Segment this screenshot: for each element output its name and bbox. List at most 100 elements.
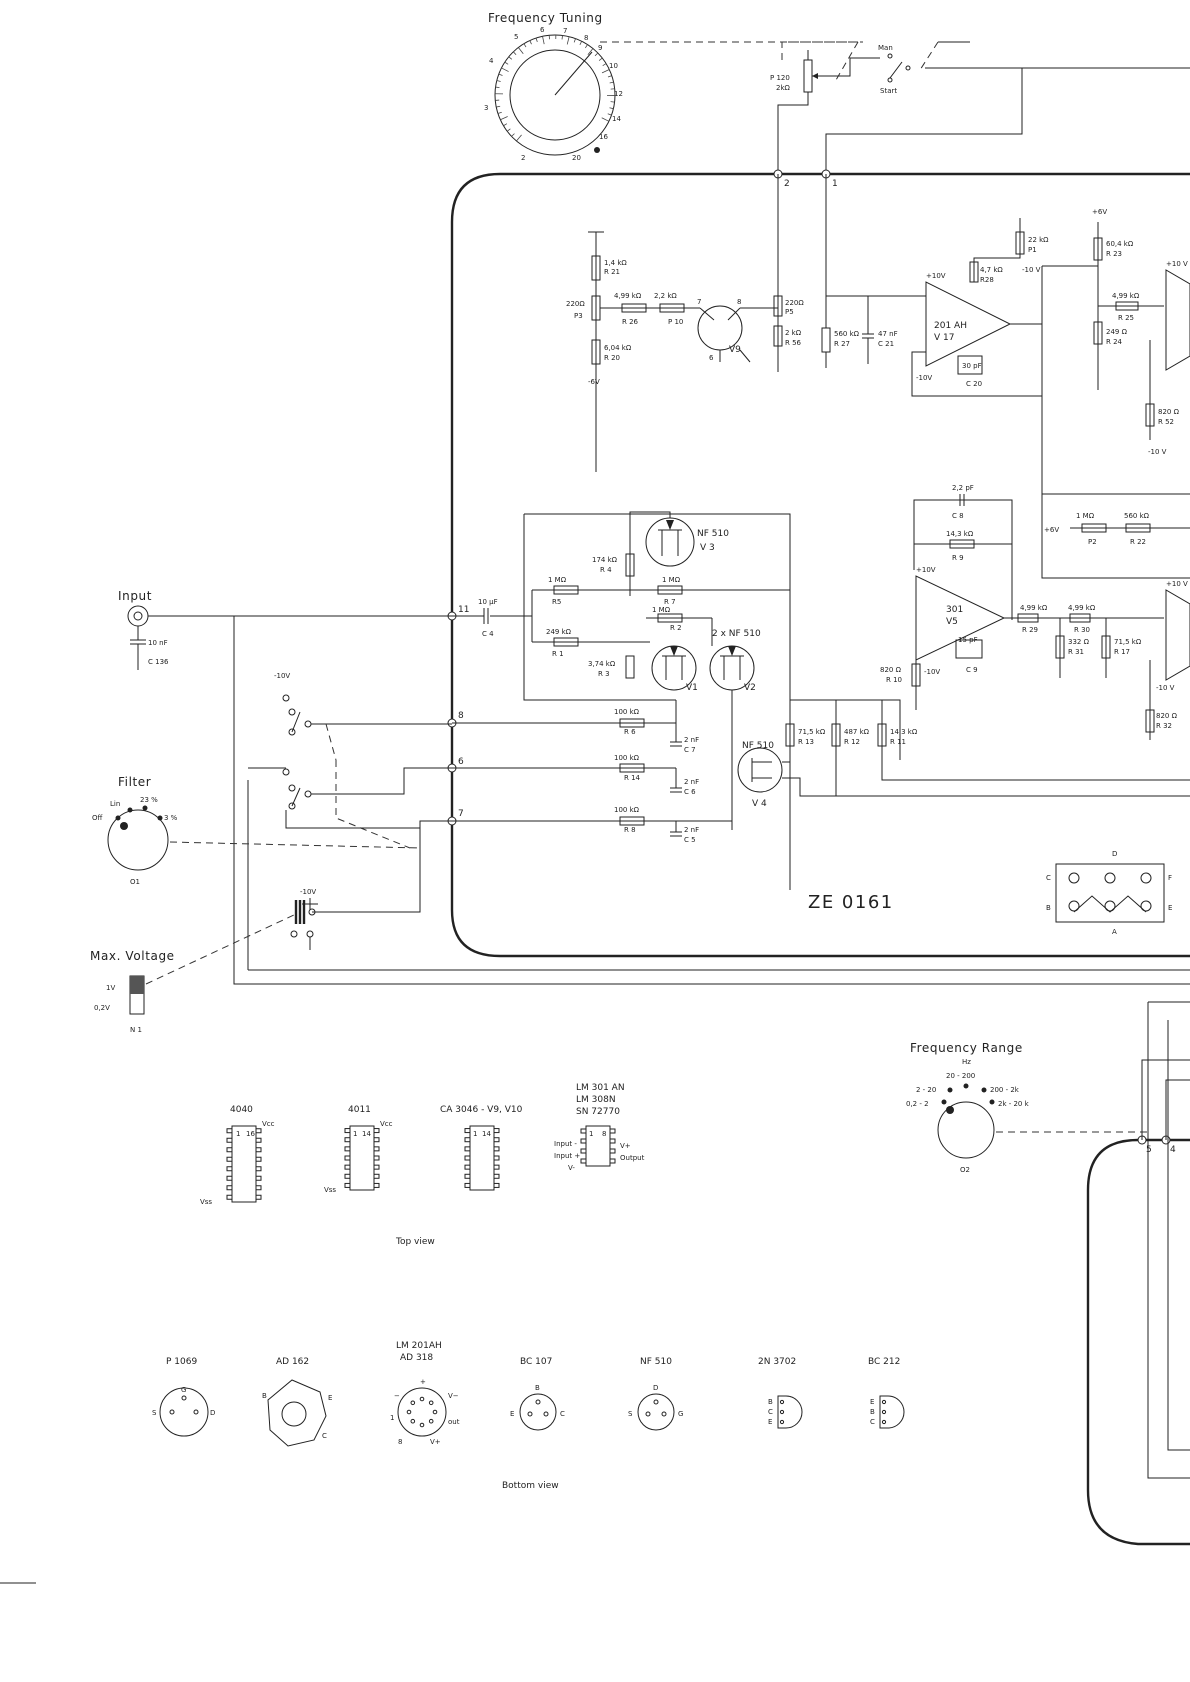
bc212-b: B — [870, 1408, 875, 1416]
ic-4011-name: 4011 — [348, 1105, 371, 1115]
v17-vplus: +10V — [926, 272, 946, 280]
p2-supply: +6V — [1044, 526, 1059, 534]
max-voltage-1v: 1V — [106, 984, 115, 992]
ic-pin — [580, 1128, 587, 1134]
man-label: Man — [878, 44, 893, 52]
p2-ref: P2 — [1088, 538, 1097, 546]
terminal-6-label: 6 — [458, 757, 464, 767]
nf510-s: S — [628, 1410, 633, 1418]
2n3702-b: B — [768, 1398, 773, 1406]
nf510-pinout-name: NF 510 — [640, 1357, 672, 1367]
tuning-tick — [535, 37, 538, 42]
p1-value: 22 kΩ — [1028, 236, 1049, 244]
r10: 820 Ω R 10 — [880, 646, 921, 710]
ic-4011-pin1: 1 — [353, 1130, 357, 1138]
ad162-e: E — [328, 1394, 332, 1402]
tuning-tick — [504, 61, 509, 65]
ic-pin — [373, 1164, 380, 1170]
tuning-scale-12: 12 — [614, 90, 623, 98]
top-view-caption: Top view — [395, 1237, 435, 1247]
r2-ref: R 2 — [670, 624, 682, 632]
lower-board-outline — [1086, 1138, 1190, 1546]
ic-lm301-name-2: LM 308N — [576, 1095, 616, 1105]
input-connector[interactable]: Input 10 nF C 136 — [118, 589, 452, 670]
to99-pin — [406, 1409, 412, 1415]
r17-ref: R 17 — [1114, 648, 1130, 656]
r6-value: 100 kΩ — [614, 708, 640, 716]
v3-ref: V 3 — [700, 543, 715, 553]
p120-potentiometer[interactable]: P 120 2kΩ — [770, 59, 832, 93]
ic-pin — [580, 1138, 587, 1144]
tuning-scale-2: 2 — [521, 154, 525, 162]
ic-lm301-pinout: LM 301 AN LM 308N SN 72770 Input + Input… — [554, 1083, 645, 1172]
r3-value: 3,74 kΩ — [588, 660, 616, 668]
bc212-e: E — [870, 1398, 874, 1406]
ad162-name: AD 162 — [276, 1357, 309, 1367]
terminal-2-label: 2 — [784, 179, 790, 189]
r56-value: 2 kΩ — [785, 329, 802, 337]
terminal-11-label: 11 — [458, 605, 469, 615]
ic-4040-vss: Vss — [200, 1198, 212, 1206]
tuning-dial-pointer — [554, 51, 593, 96]
to99-pin — [410, 1418, 416, 1424]
tuning-scale-4: 4 — [489, 57, 494, 65]
frequency-tuning-control[interactable]: Frequency Tuning 20 2 3 4 5 6 7 8 9 10 1… — [484, 11, 623, 162]
tuning-tick — [609, 107, 614, 110]
r32-value: 820 Ω — [1156, 712, 1178, 720]
v4-type: NF 510 — [742, 741, 774, 751]
bc212-pinout: BC 212 E B C — [868, 1357, 905, 1429]
p10-value: 2,2 kΩ — [654, 292, 677, 300]
tuning-scale-7: 7 — [563, 27, 567, 35]
p1069-d: D — [210, 1409, 215, 1417]
ic-4011-pin14: 14 — [362, 1130, 371, 1138]
r31-ref: R 31 — [1068, 648, 1084, 656]
r22-ref: R 22 — [1130, 538, 1146, 546]
p10-ref: P 10 — [668, 318, 683, 326]
frequency-range-selector[interactable]: Frequency Range Hz 0,2 - 2 2 - 20 20 - 2… — [906, 1041, 1030, 1174]
board-outline — [450, 172, 1190, 958]
p1069-name: P 1069 — [166, 1357, 197, 1367]
c6-value: 2 nF — [684, 778, 699, 786]
man-start-switch[interactable]: Man Start — [878, 41, 1190, 95]
ic-pin — [493, 1146, 500, 1152]
max-voltage-switch[interactable]: Max. Voltage 1V 0,2V N 1 — [90, 949, 175, 1034]
ic-pin — [464, 1164, 471, 1170]
filter-wafer: -10V — [248, 672, 452, 829]
r13-value: 71,5 kΩ — [798, 728, 826, 736]
ad162-b: B — [262, 1392, 267, 1400]
range-02-2: 0,2 - 2 — [906, 1100, 929, 1108]
opamp-v17: 201 AH V 17 +10V -10V 30 pF C 20 — [916, 272, 1012, 388]
r7-ref: R 7 — [664, 598, 676, 606]
tuning-dial-knob[interactable] — [509, 49, 601, 141]
ic-pin — [609, 1148, 616, 1154]
r23-r25-network: +6V 60,4 kΩ R 23 4,99 kΩ R 25 249 Ω R 24… — [1042, 208, 1190, 456]
lm201-plus: + — [420, 1378, 426, 1386]
r20 — [591, 339, 601, 365]
r2-value: 1 MΩ — [652, 606, 671, 614]
p1069-pinout: P 1069 G S D — [152, 1357, 215, 1437]
p2-value: 1 MΩ — [1076, 512, 1095, 520]
supply-plus6: +6V — [1092, 208, 1107, 216]
c8-ref: C 8 — [952, 512, 964, 520]
lm201-out: out — [448, 1418, 460, 1426]
ic-pin — [464, 1182, 471, 1188]
v2-ref: V2 — [744, 683, 756, 693]
r13-ref: R 13 — [798, 738, 814, 746]
range-200-2k: 200 - 2k — [990, 1086, 1020, 1094]
max-voltage-toggle — [130, 976, 144, 994]
c136-ref: C 136 — [148, 658, 169, 666]
board-label: ZE 0161 — [808, 892, 894, 913]
r4-ref: R 4 — [600, 566, 612, 574]
ic-pin — [580, 1148, 587, 1154]
lm201-vminus: V− — [448, 1392, 459, 1400]
tuning-scale-9: 9 — [598, 44, 602, 52]
r14-ref: R 14 — [624, 774, 641, 782]
v19-vminus: -10 V — [1148, 448, 1167, 456]
lm201-pin1: 1 — [390, 1414, 394, 1422]
r28-p1: 4,7 kΩ R28 22 kΩ P1 -10 V — [969, 218, 1049, 284]
r24-value: 249 Ω — [1106, 328, 1128, 336]
filter-selector[interactable]: Filter Off Lin 23 % 3 % O1 — [92, 775, 178, 886]
r29-ref: R 29 — [1022, 626, 1038, 634]
r14-value: 100 kΩ — [614, 754, 640, 762]
